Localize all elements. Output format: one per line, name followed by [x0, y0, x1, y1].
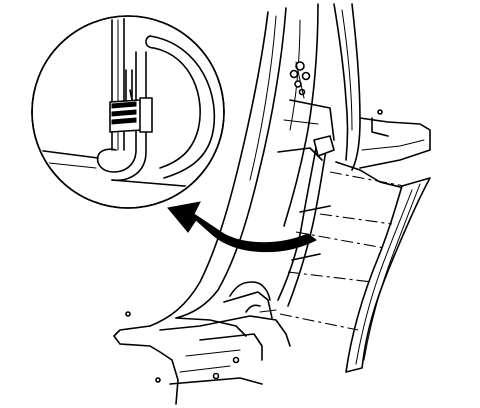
weatherstrip-on-pillar	[277, 135, 335, 307]
retainer-clip-icon	[109, 69, 153, 133]
detail-magnifier	[31, 15, 225, 209]
connector-cluster	[289, 61, 311, 99]
callout-arrow	[167, 201, 317, 253]
alignment-lines	[279, 171, 405, 331]
body-pillar	[113, 3, 431, 405]
weatherstrip	[345, 177, 431, 373]
